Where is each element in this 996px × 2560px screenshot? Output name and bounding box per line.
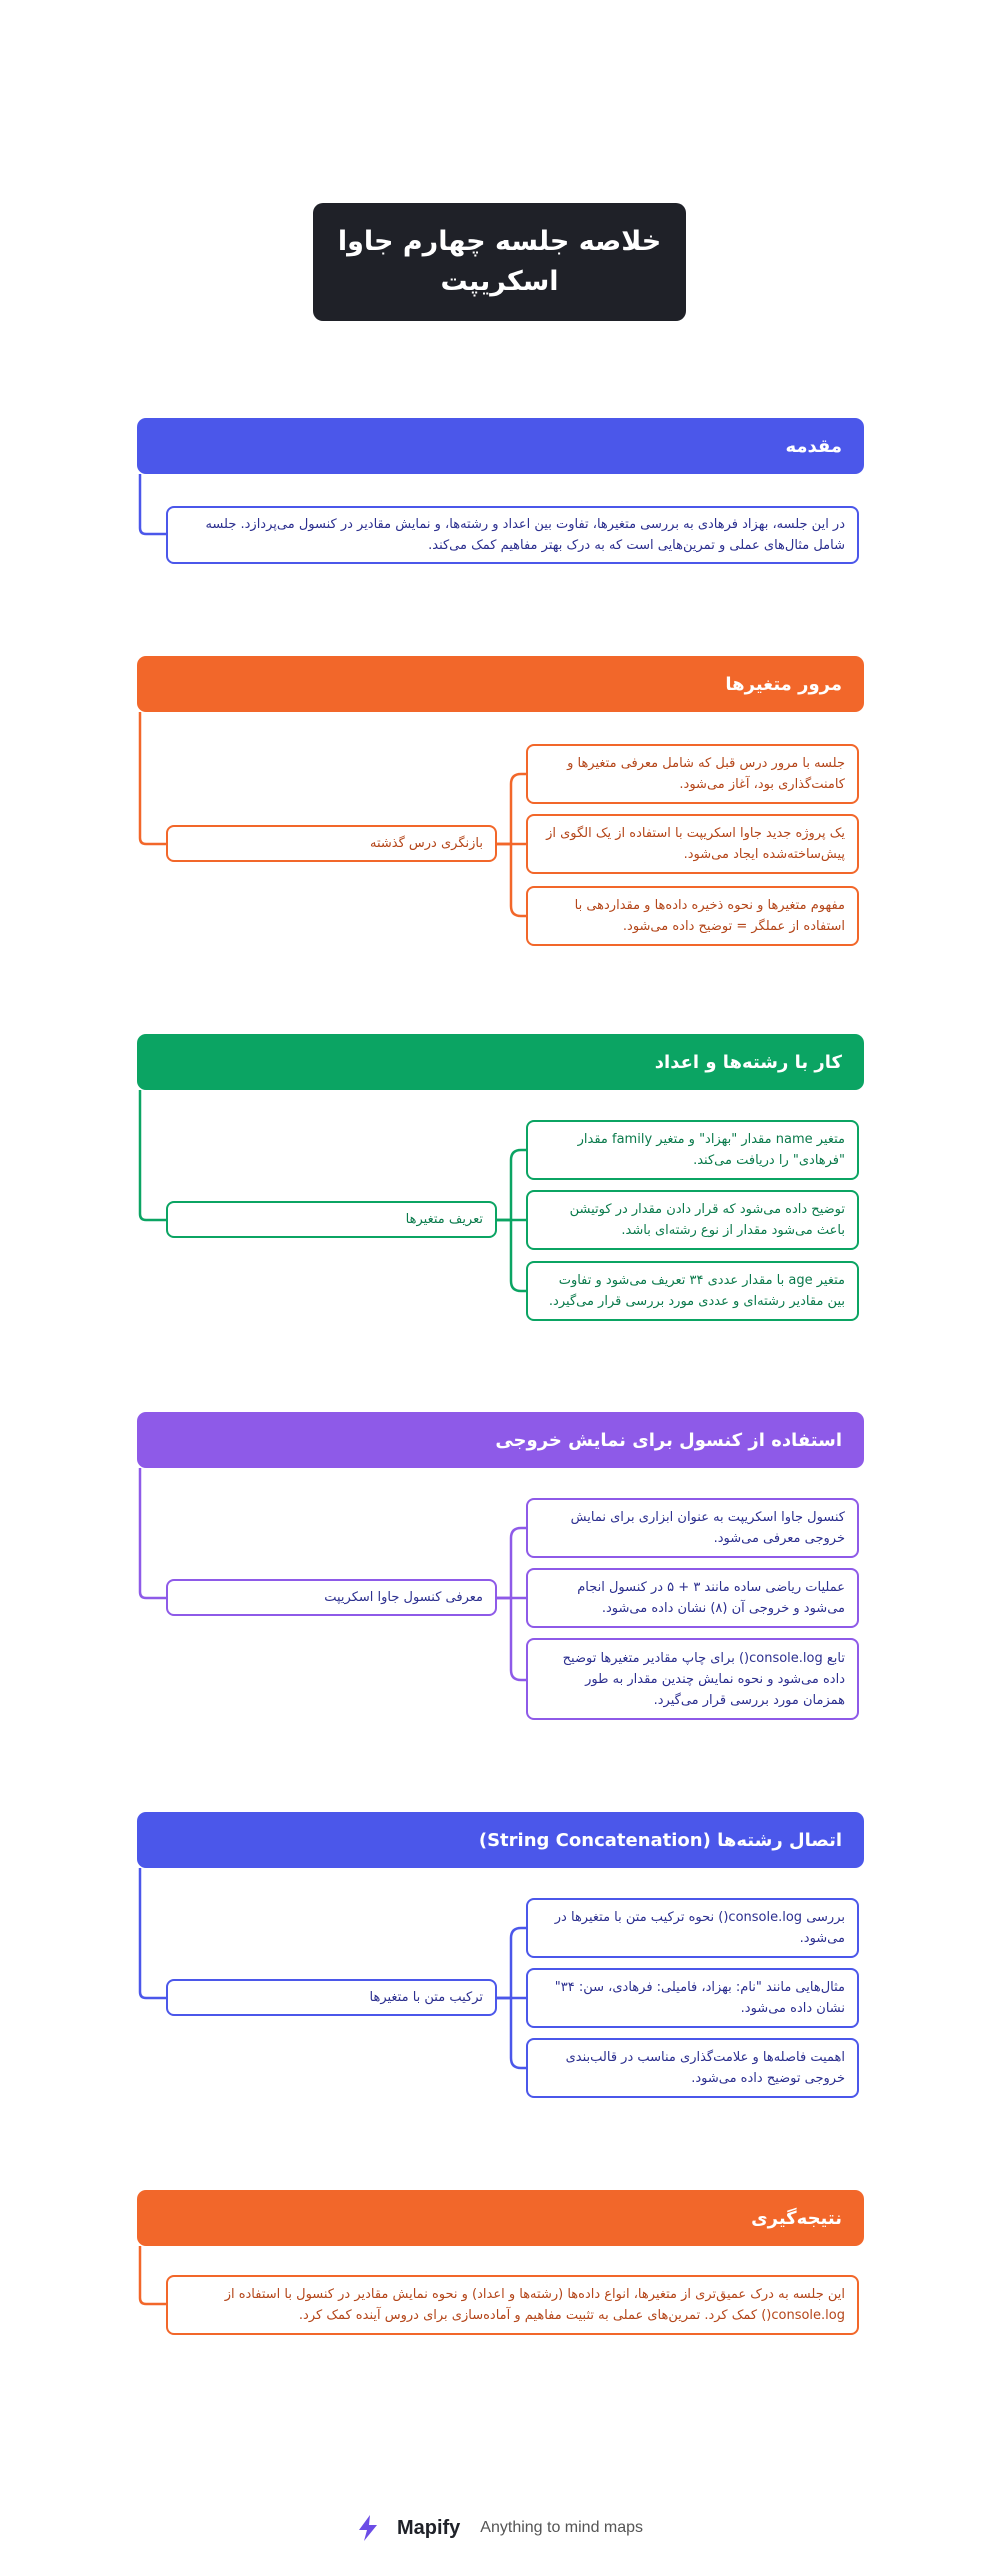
point-variables-review-3: مفهوم متغیرها و نحوه ذخیره داده‌ها و مقد… <box>526 886 859 946</box>
point-concatenation-1: بررسی console.log() نحوه ترکیب متن با مت… <box>526 1898 859 1958</box>
point-strings-numbers-3: متغیر age با مقدار عددی ۳۴ تعریف می‌شود … <box>526 1261 859 1321</box>
subtopic-defining-variables[interactable]: تعریف متغیرها <box>166 1201 497 1238</box>
point-console-1: کنسول جاوا اسکریپت به عنوان ابزاری برای … <box>526 1498 859 1558</box>
connector-variables-review-point-3 <box>497 842 526 918</box>
header-conclusion[interactable]: نتیجه‌گیری <box>137 2190 864 2246</box>
point-strings-numbers-1: متغیر name مقدار "بهزاد" و متغیر family … <box>526 1120 859 1180</box>
subtopic-combining-text-variables[interactable]: ترکیب متن با متغیرها <box>166 1979 497 2016</box>
connector-strings-numbers-point-3 <box>497 1218 526 1293</box>
conclusion-summary-box: این جلسه به درک عمیق‌تری از متغیرها، انو… <box>166 2275 859 2335</box>
connector-concatenation <box>138 1868 166 2000</box>
subtopic-js-console-intro[interactable]: معرفی کنسول جاوا اسکریپت <box>166 1579 497 1616</box>
point-variables-review-2: یک پروژه جدید جاوا اسکریپت با استفاده از… <box>526 814 859 874</box>
point-variables-review-1: جلسه با مرور درس قبل که شامل معرفی متغیر… <box>526 744 859 804</box>
header-console-output-label: استفاده از کنسول برای نمایش خروجی <box>495 1429 842 1451</box>
mapify-bolt-icon <box>358 2515 377 2541</box>
point-console-2: عملیات ریاضی ساده مانند ۳ + ۵ در کنسول ا… <box>526 1568 859 1628</box>
connector-console <box>138 1468 166 1600</box>
subtopic-combining-text-variables-label: ترکیب متن با متغیرها <box>369 1990 484 2005</box>
header-variables-review[interactable]: مرور متغیرها <box>137 656 864 712</box>
connector-concatenation-point-3 <box>497 1996 526 2070</box>
point-concatenation-2: مثال‌هایی مانند "نام: بهزاد، فامیلی: فره… <box>526 1968 859 2028</box>
connector-strings-numbers-point-1 <box>497 1148 526 1222</box>
intro-summary-text: در این جلسه، بهزاد فرهادی به بررسی متغیر… <box>205 517 845 553</box>
connector-variables-review <box>138 712 166 846</box>
footer-brand: Mapify <box>396 2516 461 2539</box>
connector-variables-review-point-1 <box>497 772 526 846</box>
subtopic-previous-lesson-review[interactable]: بازنگری درس گذشته <box>166 825 497 862</box>
connector-console-point-3 <box>497 1596 526 1682</box>
connector-intro <box>138 474 166 536</box>
point-console-3: تابع console.log() برای چاپ مقادیر متغیر… <box>526 1638 859 1720</box>
subtopic-previous-lesson-review-label: بازنگری درس گذشته <box>369 836 483 851</box>
footer-tagline: Anything to mind maps <box>480 2519 644 2536</box>
header-string-concatenation[interactable]: اتصال رشته‌ها (String Concatenation) <box>137 1812 864 1868</box>
point-strings-numbers-2: توضیح داده می‌شود که قرار دادن مقدار در … <box>526 1190 859 1250</box>
header-conclusion-label: نتیجه‌گیری <box>751 2207 842 2229</box>
connector-concatenation-point-1 <box>497 1926 526 2000</box>
header-console-output[interactable]: استفاده از کنسول برای نمایش خروجی <box>137 1412 864 1468</box>
header-strings-numbers-label: کار با رشته‌ها و اعداد <box>654 1051 842 1073</box>
conclusion-summary-text: این جلسه به درک عمیق‌تری از متغیرها، انو… <box>224 2287 845 2323</box>
mindmap-title: خلاصه جلسه چهارم جاوا اسکریپت <box>313 203 686 321</box>
header-string-concatenation-label: اتصال رشته‌ها (String Concatenation) <box>478 1829 842 1851</box>
point-concatenation-3: اهمیت فاصله‌ها و علامت‌گذاری مناسب در قا… <box>526 2038 859 2098</box>
connector-strings-numbers <box>138 1090 166 1222</box>
header-variables-review-label: مرور متغیرها <box>725 673 842 695</box>
connector-console-point-1 <box>497 1526 526 1600</box>
subtopic-defining-variables-label: تعریف متغیرها <box>405 1212 483 1227</box>
subtopic-js-console-intro-label: معرفی کنسول جاوا اسکریپت <box>324 1590 483 1605</box>
header-intro-label: مقدمه <box>785 435 842 457</box>
connector-conclusion <box>138 2246 166 2306</box>
header-intro[interactable]: مقدمه <box>137 418 864 474</box>
header-strings-numbers[interactable]: کار با رشته‌ها و اعداد <box>137 1034 864 1090</box>
footer: Mapify Anything to mind maps <box>0 2510 996 2546</box>
intro-summary-box: در این جلسه، بهزاد فرهادی به بررسی متغیر… <box>166 506 859 564</box>
